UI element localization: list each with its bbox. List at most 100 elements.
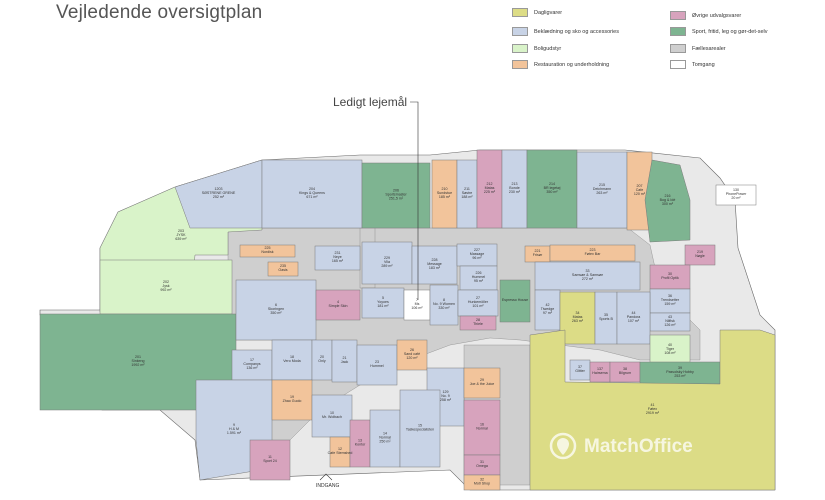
unit-33	[534, 261, 641, 291]
legend-item-restauration: Restauration og underholdning	[512, 60, 609, 69]
unit-26	[396, 339, 428, 371]
legend-swatch	[512, 60, 528, 69]
units	[39, 149, 776, 491]
legend-label: Restauration og underholdning	[534, 61, 610, 68]
legend-swatch	[670, 11, 686, 20]
unit-206	[361, 162, 431, 229]
unit-32	[463, 474, 501, 491]
legend-item-dagligvarer: Dagligvarer	[512, 8, 562, 17]
unit-229	[361, 241, 413, 285]
unit-29	[463, 367, 501, 399]
unit-212	[476, 149, 503, 229]
unit-34	[559, 291, 596, 345]
unit-226	[459, 265, 498, 291]
unit-231	[314, 245, 361, 271]
legend-swatch	[670, 27, 686, 36]
unit-235	[267, 261, 299, 277]
unit-202	[99, 259, 233, 315]
unit-216	[644, 159, 691, 243]
unit-44	[616, 291, 651, 345]
watermark-text: MatchOffice	[584, 436, 693, 457]
legend-swatch	[512, 27, 528, 36]
unit-15	[399, 389, 441, 468]
legend-swatch	[670, 60, 686, 69]
legend-label: Fællesarealer	[692, 45, 726, 52]
unit-40	[649, 334, 691, 366]
entrance-label: INDGANG	[316, 483, 340, 489]
legend-item-tomgang: Tomgang	[670, 60, 715, 69]
unit-213	[501, 149, 528, 229]
unit-18	[271, 339, 313, 381]
page-title: Vejledende oversigtplan	[56, 2, 263, 23]
legend-item-beklaedning: Beklædning og sko og accessories	[512, 27, 619, 36]
unit-14	[369, 409, 401, 468]
unit-4	[315, 289, 361, 321]
unit-19	[271, 379, 313, 421]
legend-label: Boligudstyr	[534, 45, 562, 52]
unit-215	[576, 151, 628, 229]
vacant-unit-leader	[410, 101, 419, 300]
legend-swatch	[512, 8, 528, 17]
unit-16	[463, 399, 501, 456]
legend-item-sport: Sport, fritid, leg og gør-det-selv	[670, 27, 768, 36]
unit-30	[649, 264, 691, 290]
legend-item-faellesarealer: Fællesarealer	[670, 44, 726, 53]
legend-item-boligudstyr: Boligudstyr	[512, 44, 561, 53]
legend-label: Øvrige udvalgsvarer	[692, 12, 742, 19]
legend-item-ovrige: Øvrige udvalgsvarer	[670, 11, 741, 20]
unit-17	[231, 349, 273, 381]
unit-6	[235, 279, 317, 341]
unit-204	[261, 159, 363, 229]
legend-swatch	[670, 44, 686, 53]
legend-label: Sport, fritid, leg og gør-det-selv	[692, 28, 768, 35]
unit-11	[249, 439, 291, 481]
legend: Dagligvarer Beklædning og sko og accesso…	[508, 6, 818, 76]
legend-label: Tomgang	[692, 61, 715, 68]
